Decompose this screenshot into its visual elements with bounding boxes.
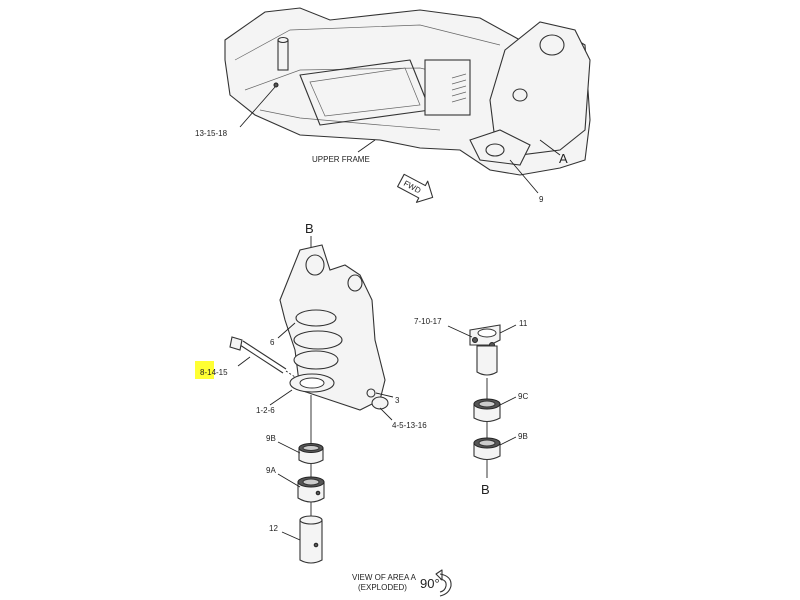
callout-9c: 9C (518, 392, 528, 401)
callout-9: 9 (539, 195, 544, 204)
fwd-label: FWD (402, 179, 423, 196)
area-a-marker: A (559, 151, 568, 166)
callout-1-2-6: 1-2-6 (256, 406, 275, 415)
highlight-marker (195, 361, 214, 379)
bushing-9b-right (473, 437, 501, 461)
view-b-marker-bottom: B (481, 482, 490, 497)
view-caption-line2: (EXPLODED) (358, 583, 407, 592)
support-bracket-drawing (279, 244, 389, 411)
pin-11-assembly (469, 324, 501, 376)
callout-7-10-17: 7-10-17 (414, 317, 442, 326)
view-caption-line1: VIEW OF AREA A (352, 573, 417, 582)
callout-9b-right: 9B (518, 432, 528, 441)
callout-4-5-13-16: 4-5-13-16 (392, 421, 427, 430)
view-b-marker-top: B (305, 221, 314, 236)
callout-12: 12 (269, 524, 278, 533)
pin-12 (299, 515, 323, 564)
fwd-arrow-icon: FWD (397, 173, 434, 203)
callout-9a: 9A (266, 466, 276, 475)
rotation-label: 90° (420, 576, 440, 591)
bushing-9c (473, 398, 501, 423)
upper-frame-label: UPPER FRAME (312, 155, 370, 164)
bushing-9a (297, 476, 325, 503)
callout-9b-left: 9B (266, 434, 276, 443)
callout-6: 6 (270, 338, 275, 347)
callout-13-15-18: 13-15-18 (195, 129, 228, 138)
pin-bolt-drawing (229, 336, 296, 378)
bushing-9b-left (298, 443, 324, 465)
callout-3: 3 (395, 396, 400, 405)
callout-11: 11 (519, 319, 528, 328)
callout-8-14-15: 8-14-15 (200, 368, 228, 377)
upper-frame-drawing (224, 7, 591, 176)
rotate-arrow-icon (435, 569, 452, 597)
